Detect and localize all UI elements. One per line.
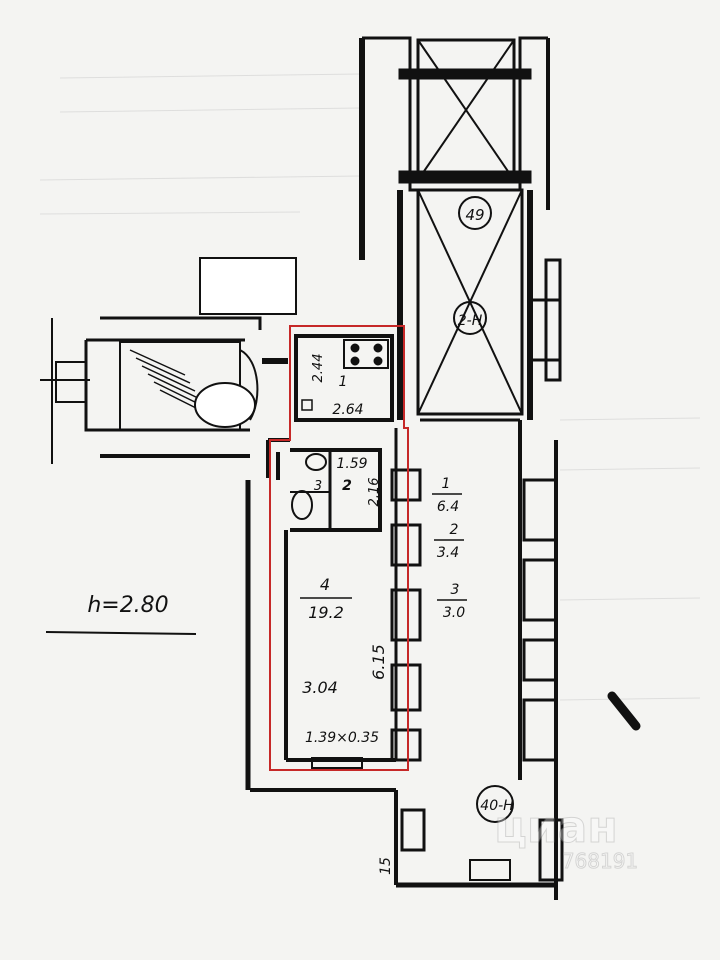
central-shaft (397, 188, 562, 420)
bottom-room-label: 40-Н (480, 798, 514, 814)
watermark-brand: циан (494, 802, 618, 853)
main-room-width: 3.04 (302, 678, 338, 697)
staircase-top-marker: 49 (458, 196, 492, 230)
top-staircase (359, 36, 550, 260)
kitchen-depth: 2.44 (311, 354, 326, 383)
corridor-room-number: 1 (442, 476, 451, 492)
bath-width: 1.59 (336, 456, 367, 472)
kitchen-number: 1 (339, 374, 348, 390)
bottom-room-marker: 40-Н (476, 785, 514, 823)
bottom-left-label: 15 (378, 857, 394, 875)
watermark: циан 768191 (494, 802, 639, 874)
background-texture (39, 73, 701, 701)
corridor-room-2: 2 3.4 (434, 522, 464, 561)
corridor-room-area: 6.4 (437, 499, 459, 515)
main-room-length: 6.15 (369, 644, 388, 680)
staircase-mid-label: 2-Н (458, 313, 483, 329)
ceiling-height-underline (45, 631, 197, 635)
bath-number: 2 (342, 478, 352, 494)
main-room-niche: 1.39×0.35 (305, 730, 379, 746)
apartment-walls (245, 334, 564, 900)
corridor-room-number: 2 (450, 522, 459, 538)
main-room-area: 19.2 (308, 603, 344, 622)
main-room-number: 4 (320, 575, 330, 594)
kitchen-width: 2.64 (332, 402, 363, 418)
staircase-top-label: 49 (465, 206, 484, 224)
apartment-boundary (269, 325, 409, 771)
corridor-room-number: 3 (451, 582, 460, 598)
wc-number: 3 (314, 479, 322, 494)
staircase-mid-marker: 2-Н (453, 301, 487, 335)
ceiling-height-label: h=2.80 (87, 593, 168, 618)
left-staircase (40, 257, 297, 464)
corridor-room-area: 3.0 (443, 605, 465, 621)
watermark-id: 768191 (562, 849, 638, 873)
scribble-mark (607, 691, 641, 731)
corridor-room-1: 1 6.4 (432, 476, 462, 515)
bath-depth: 2.16 (367, 478, 382, 507)
corridor-room-3: 3 3.0 (437, 582, 467, 621)
corridor-room-area: 3.4 (437, 545, 459, 561)
